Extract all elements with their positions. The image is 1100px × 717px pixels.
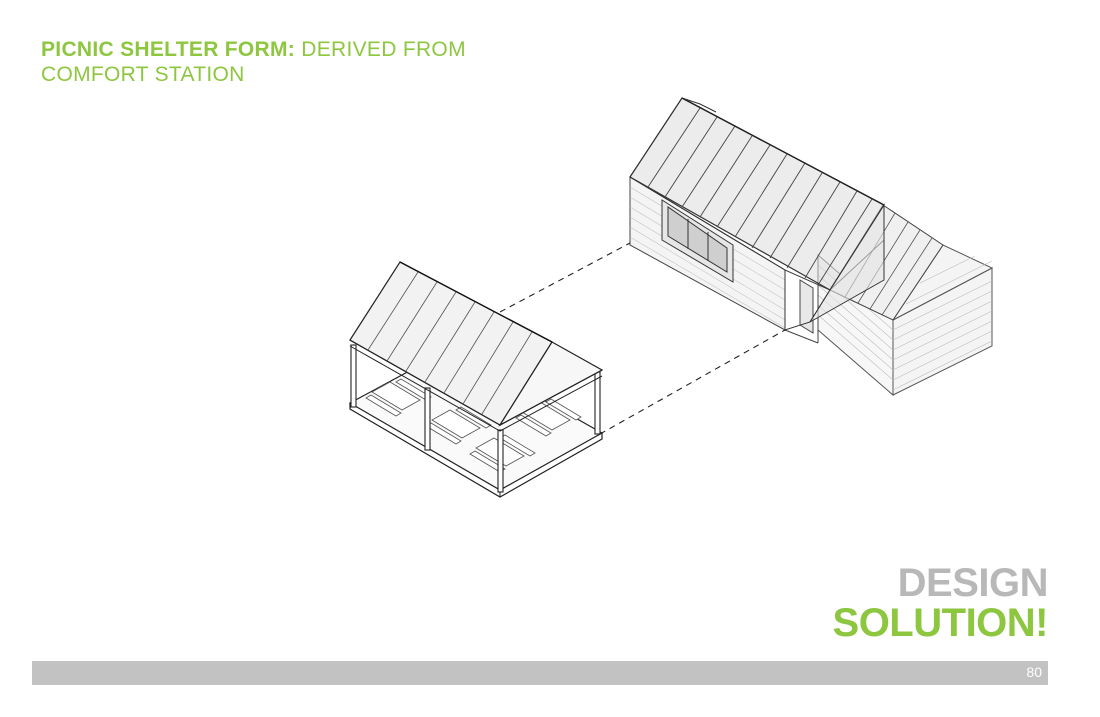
picnic-shelter (348, 261, 604, 498)
title-bold: PICNIC SHELTER FORM: (41, 38, 296, 61)
station-main-wall (629, 176, 831, 344)
section-label: DESIGN SOLUTION! (832, 561, 1049, 645)
picnic-table (365, 378, 432, 417)
shelter-columns (350, 344, 601, 493)
section-label-line1: DESIGN (897, 561, 1049, 605)
section-label-line2: SOLUTION! (832, 601, 1049, 645)
page-title: PICNIC SHELTER FORM: DERIVED FROM COMFOR… (41, 37, 501, 87)
title-rest: DERIVED FROM COMFORT STATION (41, 38, 466, 86)
footer-bar: 80 (32, 661, 1048, 685)
picnic-table (425, 406, 492, 445)
page-number: 80 (1026, 664, 1042, 680)
projection-lines (499, 242, 786, 435)
comfort-station (629, 97, 994, 397)
station-main-roof (629, 97, 885, 331)
